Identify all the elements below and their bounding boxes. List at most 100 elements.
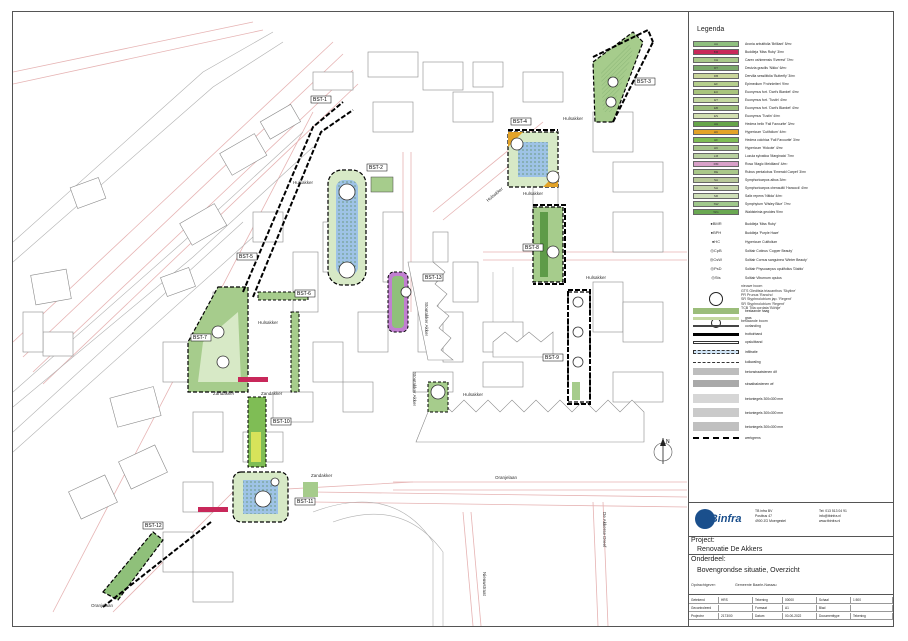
legend-label: Waldsteinia geoides 9/m² xyxy=(745,209,783,214)
legend-row: DB Dervilla sessilifolia 'Butterfly' 3/m² xyxy=(693,72,795,79)
sheet-label-4: BST-4 xyxy=(513,119,527,125)
legend-swatch: ET xyxy=(693,96,739,103)
legend-swatch: EB xyxy=(693,104,739,111)
material-label: werkgrens xyxy=(745,436,761,440)
legend-label: Euonymus fort. 'Dart's Blanket' 4/m² xyxy=(745,105,799,110)
legend-point-label: Solitair Cornus sanguinea 'Winter Beauty… xyxy=(745,257,808,262)
material-swatch xyxy=(693,380,739,387)
legend-swatch: HC xyxy=(693,128,739,135)
material-row: werkgrens xyxy=(693,436,761,440)
material-label: kolkwaling xyxy=(745,360,761,364)
material-row: betontegels 300x300 mm xyxy=(693,422,783,431)
legend-label: Symphoricarpos albus 3/m² xyxy=(745,177,787,182)
new-tree-item: SR Styphnolobium jap. 'Regent' xyxy=(741,297,792,302)
sheet-label-8: BST-8 xyxy=(525,245,539,251)
street-nieuwstraat: Nieuwstraat xyxy=(482,572,487,597)
street-hulsakker-e: Hulsakker xyxy=(586,275,607,280)
onderdeel-block: Onderdeel: Bovengrondse situatie, Overzi… xyxy=(689,555,893,595)
legend-point-icon: ◎CpB xyxy=(710,248,722,253)
street-hulsakker-top: Hulsakker xyxy=(293,180,314,185)
site-plan-map[interactable]: BST-1 BST-2 BST-3 BST-4 BST-5 BST-6 BST-… xyxy=(13,12,687,626)
title-block-value: 2173/00 xyxy=(719,613,753,620)
sheet-label-9: BST-9 xyxy=(545,355,559,361)
material-row: oorlanding xyxy=(693,324,761,328)
material-label: trottoirband xyxy=(745,332,763,336)
legend-label: Carex oshimensis 'Everest' 7/m² xyxy=(745,57,794,62)
legend-swatch: SR xyxy=(693,192,739,199)
legend-swatch: RM xyxy=(693,160,739,167)
material-swatch xyxy=(693,408,739,417)
sheet-border xyxy=(12,11,894,627)
legend-row: EB Euonymus fort. 'Dart's Blanket' 4/m² xyxy=(693,104,799,111)
legend-swatch: SA xyxy=(693,176,739,183)
legend-label: Rosa 'Magic Meidiland' 4/m² xyxy=(745,161,788,166)
legend-swatch: LM xyxy=(693,152,739,159)
street-oranjelaan-sw: Oranjelaan xyxy=(91,603,114,608)
project-block: Project: Renovatie De Akkers xyxy=(689,537,893,555)
company-logo-icon xyxy=(695,509,715,529)
legend-point-row: ◎CsW Solitair Cornus sanguinea 'Winter Be… xyxy=(693,256,807,263)
material-row: opsluitband xyxy=(693,340,762,344)
legend-label: Dervilla sessilifolia 'Butterfly' 3/m² xyxy=(745,73,796,78)
material-row: straatbakstenen wf xyxy=(693,380,773,387)
legend-row: HC Hypericum 'Cutifolium' 4/m² xyxy=(693,128,786,135)
legend-swatch: SW xyxy=(693,200,739,207)
legend-label: Euonymus fort. 'Tustin' 4/m² xyxy=(745,97,787,102)
material-label: gras xyxy=(745,316,752,320)
legend-swatch: DB xyxy=(693,72,739,79)
new-tree-head: nieuwe boom xyxy=(741,284,763,288)
legend-swatch: HK xyxy=(693,144,739,151)
existing-tree-label: bestaande boom xyxy=(741,319,768,323)
title-block-value: 1:500 xyxy=(851,597,893,604)
sheet-label-1: BST-1 xyxy=(313,97,327,103)
sheet-label-2: BST-2 xyxy=(369,165,383,171)
legend-swatch: HF xyxy=(693,136,739,143)
legend-point-label: Solitair Physocarpus opulifolius 'Diablo… xyxy=(745,266,804,271)
material-row: infiltratie xyxy=(693,350,758,354)
legend-label: Symphytum 'Wisley Blue' 7/m² xyxy=(745,201,791,206)
legend-label: Salix repens 'Nitida' 4/m² xyxy=(745,193,783,198)
title-block-label: Gecontroleerd xyxy=(689,605,719,612)
material-swatch xyxy=(693,361,739,363)
material-label: betonstraatstenen dlf xyxy=(745,369,777,374)
legend-label: Hedera colchica 'Fall Favourite' 3/m² xyxy=(745,137,800,142)
title-block-label: Formaat xyxy=(753,605,783,612)
material-swatch xyxy=(693,325,739,327)
legend-point-icon: ◎CsW xyxy=(709,257,723,262)
legend-row: SR Salix repens 'Nitida' 4/m² xyxy=(693,192,782,199)
company-contact: Tel: 013 513 04 91 info@tbinfra.nl www.t… xyxy=(819,509,847,523)
new-trees xyxy=(211,76,619,508)
material-swatch xyxy=(693,422,739,431)
sheet-label-5: BST-5 xyxy=(239,254,253,260)
legend-swatch: AA xyxy=(693,40,739,47)
material-label: opsluitband xyxy=(745,340,763,344)
legend-point-label: Solitair Cotinus 'Copper Beauty' xyxy=(745,248,793,253)
street-hulsstraat: Hulsakker xyxy=(485,186,504,203)
material-swatch xyxy=(693,316,739,320)
material-row: gras xyxy=(693,316,752,320)
onderdeel-head: Onderdeel: xyxy=(691,556,726,563)
sheet-label-7: BST-7 xyxy=(193,335,207,341)
material-swatch xyxy=(693,340,739,344)
legend-label: Hedera helix 'Fall Favourite' 3/m² xyxy=(745,121,795,126)
company-address: TB infra BV Postbus 47 4900 ZG Moergeste… xyxy=(755,509,786,523)
legend-point-icon: ◎PsD xyxy=(710,266,722,271)
street-hulsakker-ne: Hulsakker xyxy=(563,116,584,121)
material-row: betonstraatstenen dlf xyxy=(693,368,777,375)
legend-label: Deutzia gracilis 'Nikko' 6/m² xyxy=(745,65,787,70)
sheet-label-10: BST-10 xyxy=(273,419,290,425)
material-swatch xyxy=(693,350,739,354)
legend-label: Hypericum 'Cutifolium' 4/m² xyxy=(745,129,787,134)
sheet-label-12: BST-12 xyxy=(145,523,162,529)
project-value: Renovatie De Akkers xyxy=(697,546,763,553)
